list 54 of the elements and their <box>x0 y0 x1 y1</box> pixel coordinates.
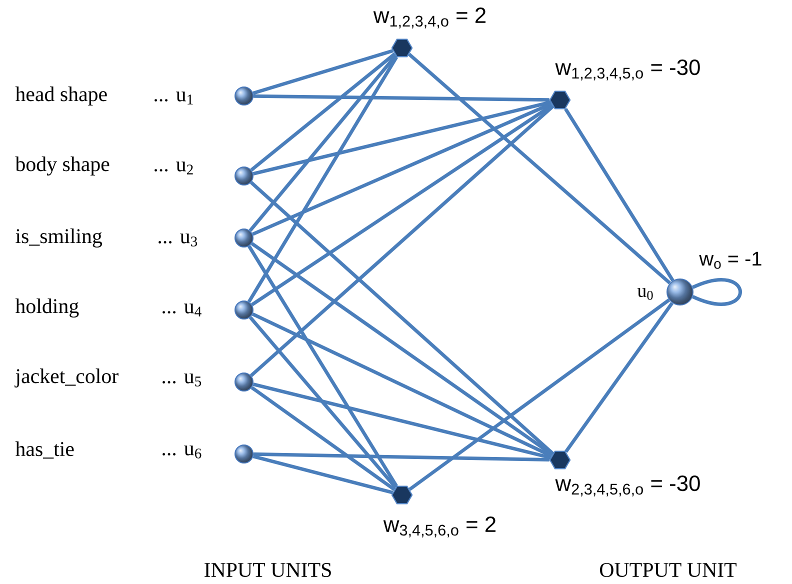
connection-line <box>252 312 552 458</box>
unit-label: ... u$_{6}$ <box>162 446 202 458</box>
connection-line <box>252 49 394 95</box>
unit-circle <box>234 86 254 106</box>
unit-label: ... u$_{4}$ <box>162 304 202 316</box>
connection-line <box>408 298 670 491</box>
connection-line <box>252 382 552 460</box>
unit-label: ... u$_{3}$ <box>158 234 198 246</box>
unit-circle <box>666 278 694 306</box>
unit-label: w$_{1,2,3,4,5,o}$ = -30 <box>555 60 700 80</box>
connection-line <box>250 104 554 377</box>
connection-line <box>253 94 550 102</box>
unit-label: w$_{2,3,4,5,6,o}$ = -30 <box>555 476 700 496</box>
section-label: OUTPUT UNIT <box>600 562 736 578</box>
unit-circle <box>234 228 254 248</box>
connection-line <box>250 181 554 455</box>
connection-line <box>564 302 674 453</box>
feature-label: holding <box>15 298 79 318</box>
connection-line <box>250 242 554 456</box>
unit-circle <box>234 444 254 464</box>
section-label: INPUT UNITS <box>204 562 331 578</box>
weight-hexagon <box>549 90 571 110</box>
weight-hexagon <box>549 450 571 470</box>
connection-line <box>247 56 398 303</box>
connection-line <box>248 316 397 489</box>
feature-label: has_tie <box>15 441 74 459</box>
unit-label: ... u$_{2}$ <box>154 162 193 174</box>
connection-line <box>252 102 552 236</box>
weight-hexagon <box>391 38 413 58</box>
unit-circle <box>234 300 254 320</box>
unit-label: w$_{3,4,5,6,o}$ = 2 <box>383 516 496 538</box>
unit-circle <box>234 166 254 186</box>
connection-line <box>248 54 398 232</box>
unit-label: w$_{1,2,3,4,o}$ = 2 <box>373 8 486 28</box>
connection-line <box>252 100 552 176</box>
connection-line <box>252 454 394 494</box>
feature-label: is_smiling <box>16 228 102 248</box>
weight-hexagon <box>391 486 413 504</box>
unit-label: u$_{0}$ <box>637 288 653 300</box>
connection-line <box>250 52 396 172</box>
connection-line <box>250 386 396 491</box>
connection-line <box>248 245 398 487</box>
connection-line <box>564 108 674 282</box>
connection-line <box>408 52 672 284</box>
connection-line <box>253 452 550 462</box>
feature-label: body shape <box>15 156 110 176</box>
unit-label: ... u$_{5}$ <box>162 374 202 386</box>
edge-label: w$_{o}$ = -1 <box>699 252 762 269</box>
unit-circle <box>234 372 254 392</box>
connection-line <box>250 104 554 306</box>
feature-label: jacket_color <box>14 368 118 388</box>
self-loop <box>692 278 742 306</box>
unit-label: ... u$_{1}$ <box>154 92 193 104</box>
feature-label: head shape <box>15 86 107 106</box>
